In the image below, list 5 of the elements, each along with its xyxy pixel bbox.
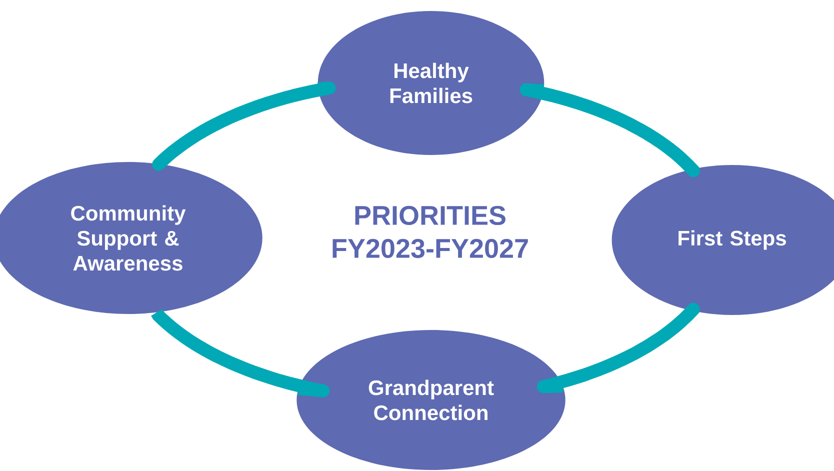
ring-connector (536, 302, 700, 394)
title: PRIORITIES FY2023-FY2027 (332, 206, 528, 258)
ring-connector (152, 82, 336, 171)
ring-connector (151, 308, 330, 398)
ring-connector (520, 83, 700, 178)
